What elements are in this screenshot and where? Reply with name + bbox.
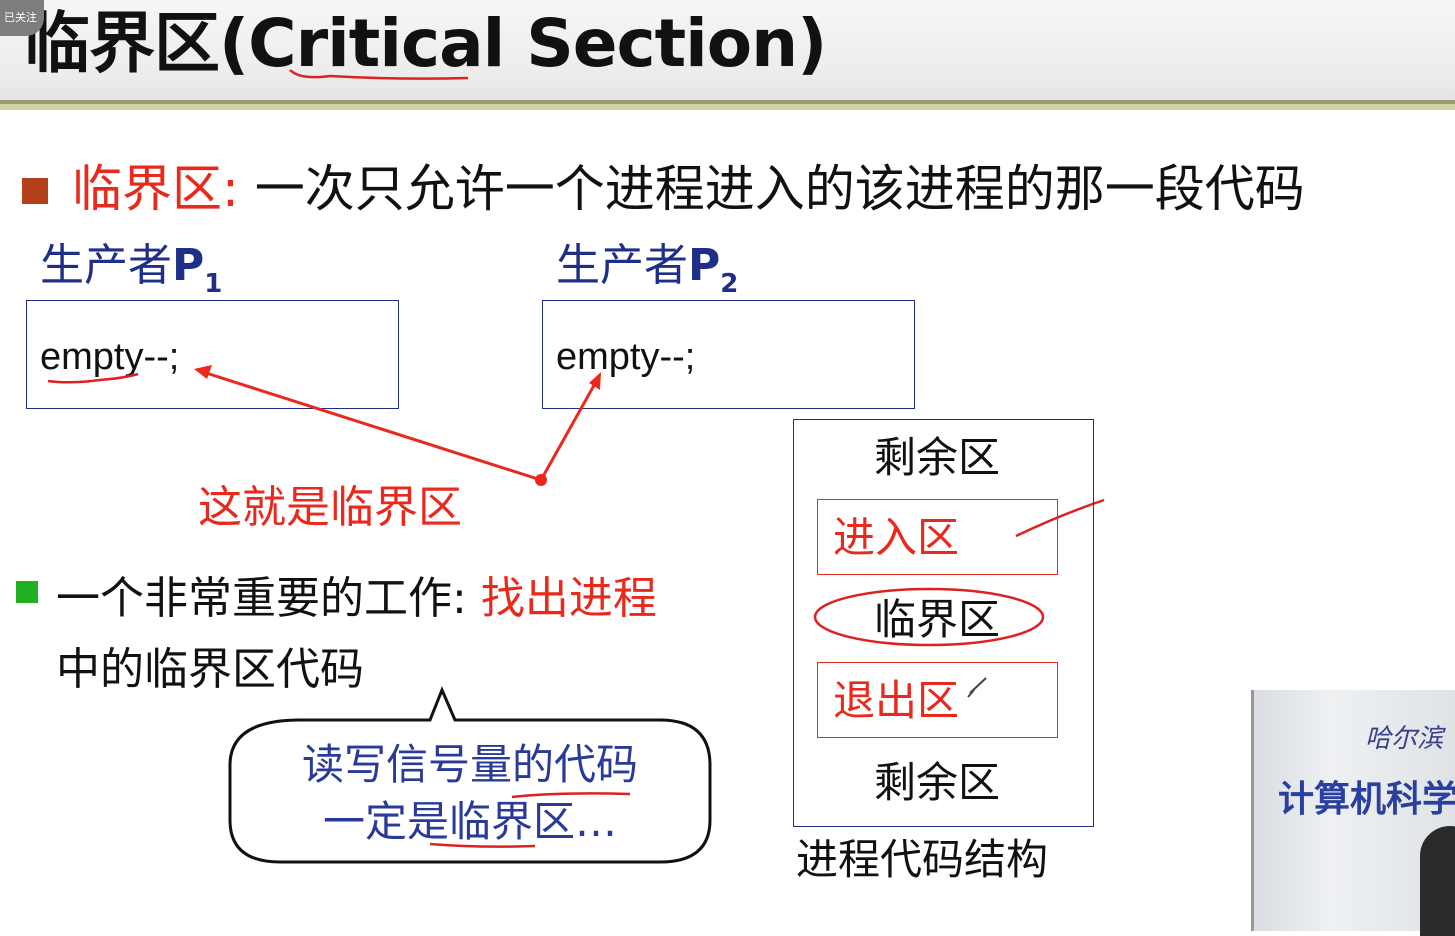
important-work-line: 一个非常重要的工作: 找出进程	[56, 573, 657, 624]
lecturer-figure	[1420, 826, 1455, 936]
header-divider-accent	[0, 104, 1455, 110]
remainder-section-top: 剩余区	[873, 433, 1000, 482]
entry-section: 进入区	[833, 513, 960, 562]
critical-section-note: 这就是临界区	[198, 482, 462, 533]
arrow-junction	[535, 474, 547, 486]
header-divider	[0, 100, 1455, 104]
slide-title: 临界区(Critical Section)	[24, 5, 827, 82]
arrow-to-p1	[202, 370, 542, 482]
bubble-underline-2	[429, 842, 536, 848]
exit-section-box	[817, 662, 1058, 738]
arrow-head-p2	[589, 372, 601, 390]
structure-caption: 进程代码结构	[796, 835, 1049, 884]
remainder-section-bottom: 剩余区	[873, 758, 1000, 807]
important-work-line-2: 中的临界区代码	[56, 644, 364, 695]
speech-bubble	[228, 686, 712, 864]
video-frame	[1251, 690, 1455, 931]
producer-2-code-box	[542, 300, 915, 409]
arrow-head-p1	[194, 365, 212, 379]
follow-badge[interactable]: 已关注	[0, 0, 44, 36]
arrow-to-p2	[539, 379, 599, 481]
bubble-line-2: 一定是临界区…	[322, 797, 617, 846]
definition-text: 一次只允许一个进程进入的该进程的那一段代码	[238, 160, 1305, 218]
process-structure-box	[793, 419, 1094, 827]
title-underline	[289, 69, 469, 80]
video-sign-text-1: 哈尔滨	[1365, 724, 1444, 754]
definition-term: 临界区:	[72, 160, 239, 218]
entry-scribble	[1015, 498, 1105, 538]
producer-1-code: empty--;	[40, 336, 180, 378]
pen-cursor-icon	[967, 677, 987, 698]
bullet-square-icon	[16, 581, 38, 603]
critical-section: 临界区	[873, 595, 1000, 644]
producer-2-code: empty--;	[556, 336, 696, 378]
slide-header	[0, 0, 1455, 108]
bubble-underline-1	[511, 792, 631, 799]
producer-2-label: 生产者P2	[556, 240, 739, 299]
bubble-line-1: 读写信号量的代码	[301, 740, 638, 789]
video-sign-text-2: 计算机科学	[1278, 779, 1455, 820]
code-underline	[47, 372, 139, 384]
exit-section: 退出区	[833, 676, 960, 725]
entry-section-box	[817, 499, 1058, 575]
bullet-square-icon	[22, 178, 48, 204]
producer-1-code-box	[26, 300, 399, 409]
definition-line: 临界区: 一次只允许一个进程进入的该进程的那一段代码	[72, 156, 1305, 222]
critical-circle	[813, 587, 1045, 647]
producer-1-label: 生产者P1	[40, 240, 223, 299]
